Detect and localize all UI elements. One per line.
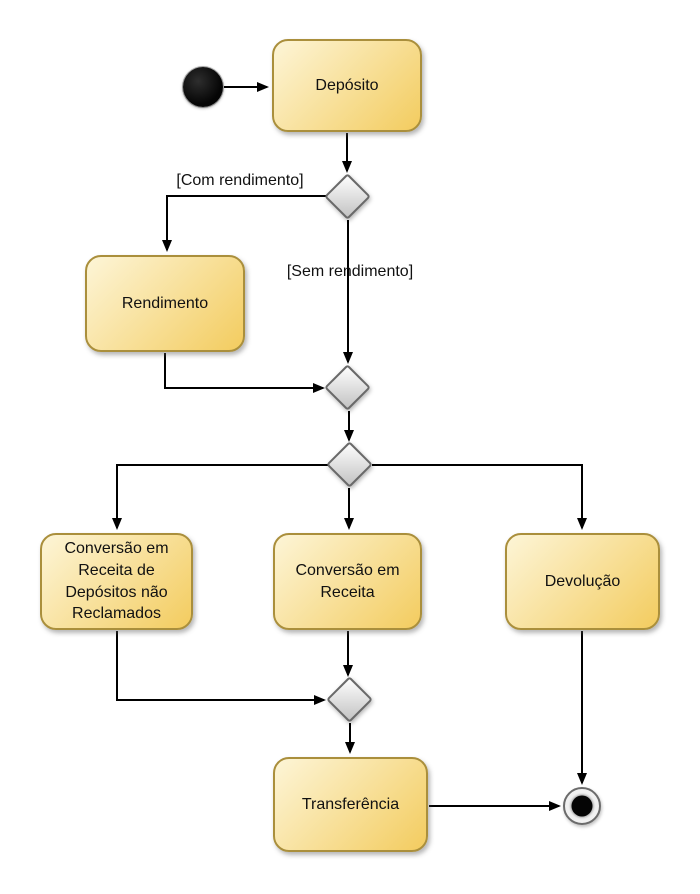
activity-node-deposito: Depósito	[272, 39, 422, 132]
node-label: Conversão em Receita	[295, 561, 400, 601]
node-label: Devolução	[544, 572, 621, 590]
final-node	[563, 787, 601, 825]
final-node-inner-dot	[571, 795, 593, 817]
activity-node-devolucao: Devolução	[505, 533, 660, 630]
merge-diamond-icon	[326, 676, 373, 723]
merge-node-2	[326, 676, 373, 723]
node-label: Depósito	[315, 76, 379, 94]
edge-conv-dep-to-merge2	[116, 631, 326, 705]
edge-label-com-rendimento: [Com rendimento]	[176, 172, 304, 189]
node-label: Rendimento	[121, 294, 209, 312]
decision-diamond-icon	[326, 441, 373, 488]
activity-node-conversao-receita: Conversão em Receita	[273, 533, 422, 630]
decision-diamond-icon	[324, 173, 371, 220]
node-label: Transferência	[301, 795, 400, 813]
initial-node	[183, 67, 223, 107]
decision-node-rendimento	[324, 173, 371, 220]
edge-rendimento-to-merge1	[164, 353, 325, 393]
activity-node-transferencia: Transferência	[273, 757, 428, 852]
activity-node-rendimento: Rendimento	[85, 255, 245, 352]
activity-node-conversao-depositos-nao-reclamados: Conversão em Receita de Depósitos não Re…	[40, 533, 193, 630]
node-label: Conversão em Receita de Depósitos não Re…	[64, 540, 169, 623]
edge-decision2-to-devolucao	[372, 464, 587, 530]
edge-label-sem-rendimento: [Sem rendimento]	[286, 263, 414, 280]
merge-node-1	[324, 364, 371, 411]
edge-decision1-to-rendimento	[162, 195, 326, 252]
merge-diamond-icon	[324, 364, 371, 411]
edge-decision2-to-conv-dep	[112, 464, 328, 530]
decision-node-destino	[326, 441, 373, 488]
